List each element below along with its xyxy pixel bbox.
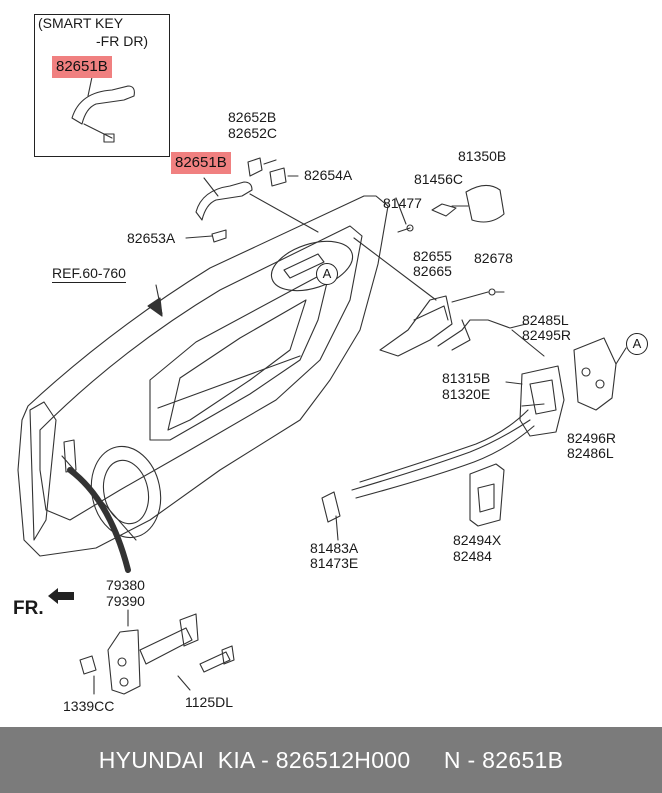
rod-drawing — [437, 319, 545, 357]
part-82486l[interactable]: 82486L — [567, 445, 614, 461]
cable-drawing — [351, 409, 535, 499]
part-82654a[interactable]: 82654A — [304, 167, 353, 183]
part-82494x[interactable]: 82494X — [453, 532, 502, 548]
door-panel-drawing — [17, 195, 437, 557]
footer-text: HYUNDAI KIA - 826512H000 N - 82651B — [98, 746, 564, 773]
part-82678[interactable]: 82678 — [474, 250, 513, 266]
part-82496r[interactable]: 82496R — [567, 430, 617, 446]
detail-a-marker-door: A — [316, 263, 338, 285]
smart-key-title-2: -FR DR) — [96, 33, 149, 49]
outside-handle-drawing — [185, 157, 319, 243]
part-82652b[interactable]: 82652B — [228, 109, 277, 125]
smart-key-handle-drawing — [71, 76, 135, 143]
part-82485l[interactable]: 82485L — [522, 312, 569, 328]
part-1125dl[interactable]: 1125DL — [185, 694, 234, 710]
lock-cylinder-drawing — [395, 184, 505, 233]
actuator-drawing — [469, 463, 505, 527]
striker-drawing — [573, 337, 627, 411]
part-82665[interactable]: 82665 — [413, 263, 452, 279]
part-82484[interactable]: 82484 — [453, 548, 492, 564]
clip-drawing — [321, 491, 341, 541]
door-checker-drawing — [79, 613, 235, 695]
part-79390[interactable]: 79390 — [106, 593, 145, 609]
fr-arrow-icon — [48, 588, 74, 604]
part-82651b-smartkey[interactable]: 82651B — [52, 56, 112, 78]
part-82653a[interactable]: 82653A — [127, 230, 176, 246]
leader-lines — [61, 403, 545, 695]
part-81315b[interactable]: 81315B — [442, 370, 491, 386]
part-1339cc[interactable]: 1339CC — [63, 698, 115, 714]
part-79380[interactable]: 79380 — [106, 577, 145, 593]
door-latch-drawing — [505, 365, 565, 437]
smart-key-inset — [34, 14, 170, 157]
part-81456c[interactable]: 81456C — [414, 171, 464, 187]
part-82655[interactable]: 82655 — [413, 248, 452, 264]
part-81350b[interactable]: 81350B — [458, 148, 507, 164]
footer-bar: HYUNDAI KIA - 826512H000 N - 82651B — [0, 727, 662, 793]
part-81477[interactable]: 81477 — [383, 195, 422, 211]
part-81483a[interactable]: 81483A — [310, 540, 359, 556]
front-direction-label: FR. — [13, 598, 44, 619]
part-82495r[interactable]: 82495R — [522, 327, 572, 343]
detail-a-marker-striker: A — [626, 333, 648, 355]
reference-label[interactable]: REF.60-760 — [52, 265, 126, 283]
part-81320e[interactable]: 81320E — [442, 386, 491, 402]
part-82651b[interactable]: 82651B — [171, 152, 231, 174]
exploded-door-diagram — [17, 76, 627, 695]
smart-key-title-1: (SMART KEY — [38, 15, 124, 31]
inside-handle-drawing — [379, 288, 505, 357]
part-81473e[interactable]: 81473E — [310, 555, 359, 571]
part-82652c[interactable]: 82652C — [228, 125, 278, 141]
